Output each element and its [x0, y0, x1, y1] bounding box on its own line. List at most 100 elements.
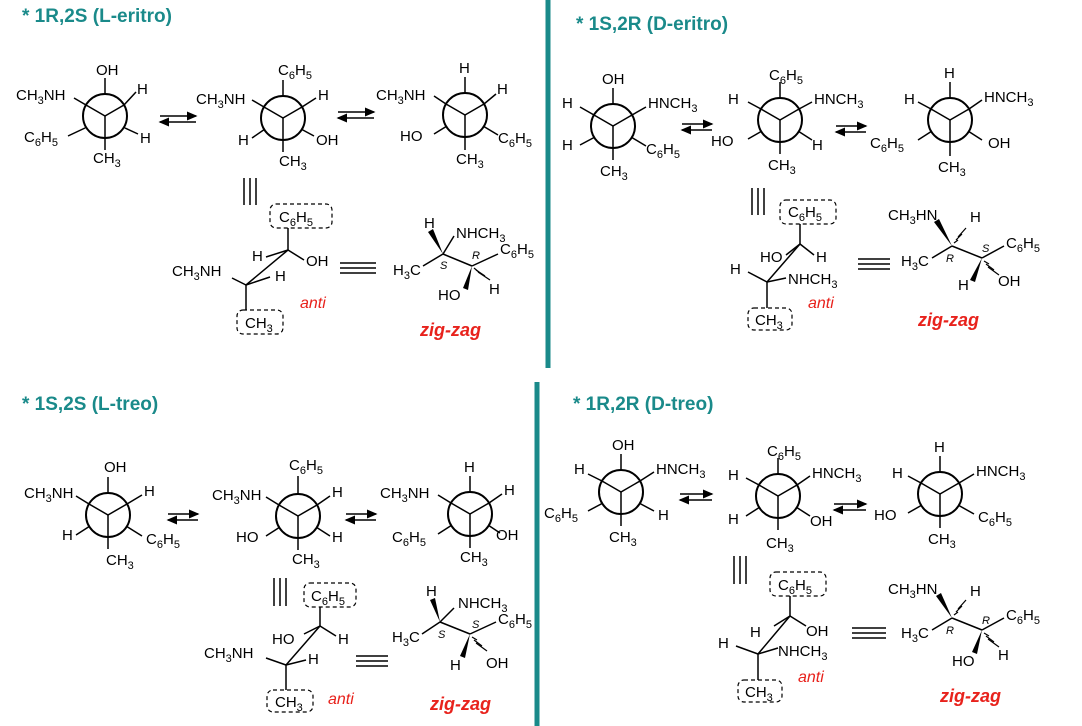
svg-text:H3C: H3C	[901, 253, 929, 273]
svg-text:C6H5: C6H5	[289, 457, 323, 477]
panel-title: * 1R,2S (L-eritro)	[22, 6, 172, 27]
identity-symbol	[340, 262, 376, 274]
panel-title: * 1S,2R (D-eritro)	[576, 14, 728, 35]
svg-text:H: H	[958, 277, 969, 294]
svg-text:H3C: H3C	[901, 625, 929, 645]
svg-text:H: H	[750, 624, 761, 641]
newman-projection: H CH3NH H C6H5 OH CH3	[380, 459, 519, 569]
newman-projection: C6H5 CH3NH H HO H CH3	[212, 457, 343, 571]
svg-text:C6H5: C6H5	[500, 241, 534, 261]
svg-text:H: H	[338, 631, 349, 648]
svg-text:NHCH3: NHCH3	[456, 225, 505, 245]
svg-text:S: S	[982, 243, 990, 255]
svg-text:H: H	[970, 583, 981, 600]
svg-text:CH3: CH3	[292, 551, 320, 571]
svg-text:C6H5: C6H5	[24, 129, 58, 149]
svg-text:CH3NH: CH3NH	[196, 91, 245, 111]
svg-text:HO: HO	[438, 287, 461, 304]
svg-text:H: H	[934, 439, 945, 456]
svg-text:C6H5: C6H5	[544, 505, 578, 525]
equilibrium-arrow	[680, 119, 714, 135]
svg-text:CH3: CH3	[93, 150, 121, 170]
svg-text:CH3NH: CH3NH	[172, 263, 221, 283]
svg-text:HNCH3: HNCH3	[814, 91, 863, 111]
svg-text:H: H	[497, 81, 508, 98]
equilibrium-arrow	[678, 489, 714, 505]
svg-text:HO: HO	[760, 249, 783, 266]
svg-text:CH3HN: CH3HN	[888, 207, 937, 227]
svg-text:H: H	[904, 91, 915, 108]
svg-text:H: H	[275, 268, 286, 285]
svg-text:HO: HO	[236, 529, 259, 546]
svg-text:HNCH3: HNCH3	[648, 95, 697, 115]
svg-text:H: H	[424, 215, 435, 232]
svg-text:OH: OH	[988, 135, 1011, 152]
newman-projection: C6H5 H HNCH3 HO H CH3	[711, 67, 863, 177]
svg-text:NHCH3: NHCH3	[458, 595, 507, 615]
svg-text:OH: OH	[612, 437, 635, 454]
svg-text:OH: OH	[486, 655, 509, 672]
anti-label: anti	[798, 669, 824, 686]
newman-projection: OH CH3NH H H C6H5 CH3	[24, 459, 180, 572]
svg-text:H: H	[728, 467, 739, 484]
svg-text:R: R	[946, 253, 954, 265]
svg-text:CH3: CH3	[279, 153, 307, 173]
panel-1s2s: * 1S,2S (L-treo) OH CH3NH H H C6H5 CH3 C…	[22, 394, 532, 714]
svg-text:CH3: CH3	[245, 315, 273, 335]
svg-text:CH3: CH3	[460, 549, 488, 569]
svg-text:R: R	[472, 250, 480, 262]
svg-text:H: H	[137, 81, 148, 98]
svg-text:H: H	[816, 249, 827, 266]
svg-text:CH3: CH3	[928, 531, 956, 551]
svg-text:C6H5: C6H5	[788, 204, 822, 224]
svg-text:H: H	[464, 459, 475, 476]
svg-text:CH3: CH3	[600, 163, 628, 183]
svg-text:HO: HO	[874, 507, 897, 524]
svg-text:H: H	[718, 635, 729, 652]
identity-vertical	[273, 578, 287, 606]
panel-1r2r: * 1R,2R (D-treo) OH H HNCH3 C6H5 H CH3 C…	[544, 394, 1040, 706]
svg-text:OH: OH	[316, 132, 339, 149]
svg-text:H: H	[62, 527, 73, 544]
svg-text:H: H	[728, 511, 739, 528]
svg-text:OH: OH	[602, 71, 625, 88]
panel-title: * 1S,2S (L-treo)	[22, 394, 158, 415]
svg-text:CH3NH: CH3NH	[24, 485, 73, 505]
svg-text:CH3NH: CH3NH	[376, 87, 425, 107]
svg-text:H: H	[238, 132, 249, 149]
svg-text:CH3NH: CH3NH	[212, 487, 261, 507]
svg-text:H: H	[728, 91, 739, 108]
svg-text:H: H	[450, 657, 461, 674]
svg-text:H: H	[308, 651, 319, 668]
zigzag-structure: H3C H NHCH3 C6H5 S S H OH zig-zag	[392, 583, 532, 714]
svg-text:S: S	[438, 629, 446, 641]
svg-text:C6H5: C6H5	[498, 611, 532, 631]
panel-1s2r: * 1S,2R (D-eritro) OH H HNCH3 H C6H5 CH3…	[562, 14, 1040, 332]
equilibrium-arrow	[336, 107, 376, 123]
svg-text:HNCH3: HNCH3	[984, 89, 1033, 109]
svg-text:C6H5: C6H5	[870, 135, 904, 155]
zigzag-label: zig-zag	[429, 694, 491, 714]
svg-text:H: H	[658, 507, 669, 524]
svg-text:H: H	[562, 137, 573, 154]
zigzag-structure: H3C CH3HN H C6H5 R S H OH zig-zag	[888, 207, 1040, 330]
svg-text:CH3: CH3	[609, 529, 637, 549]
anti-label: anti	[328, 691, 354, 708]
svg-text:H: H	[812, 137, 823, 154]
svg-text:CH3: CH3	[275, 694, 303, 714]
svg-text:R: R	[982, 615, 990, 627]
svg-text:NHCH3: NHCH3	[778, 643, 827, 663]
svg-text:OH: OH	[306, 253, 329, 270]
svg-text:C6H5: C6H5	[498, 130, 532, 150]
svg-text:C6H5: C6H5	[1006, 607, 1040, 627]
svg-text:C6H5: C6H5	[646, 141, 680, 161]
svg-text:C6H5: C6H5	[392, 529, 426, 549]
svg-text:CH3: CH3	[938, 159, 966, 179]
svg-text:OH: OH	[998, 273, 1021, 290]
svg-text:CH3: CH3	[768, 157, 796, 177]
svg-text:H3C: H3C	[392, 629, 420, 649]
identity-vertical	[751, 188, 765, 215]
anti-structure: C6H5 OH H CH3NH H CH3 anti	[172, 203, 333, 335]
newman-projection: H H HNCH3 C6H5 OH CH3	[870, 65, 1033, 179]
newman-projection: C6H5 H HNCH3 H OH CH3	[728, 443, 861, 555]
